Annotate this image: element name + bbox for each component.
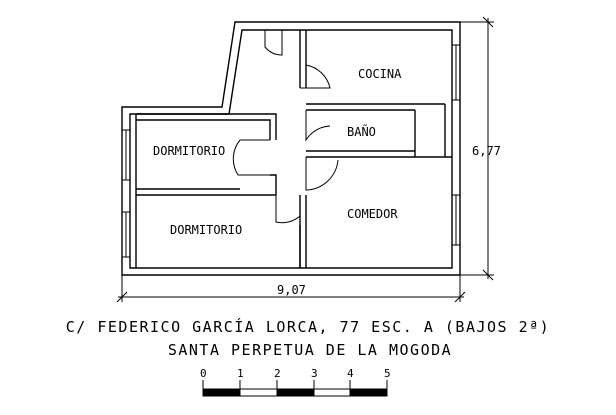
room-label-bano: BAÑO (347, 124, 376, 139)
windows (121, 44, 461, 258)
scale-tick-label: 5 (384, 367, 391, 380)
room-label-cocina: COCINA (358, 67, 402, 81)
scale-tick-label: 4 (347, 367, 354, 380)
room-label-comedor: COMEDOR (347, 207, 398, 221)
scale-tick-label: 1 (237, 367, 244, 380)
scale-tick-label: 0 (200, 367, 207, 380)
doors (232, 30, 339, 224)
room-label-dormitorio-1: DORMITORIO (153, 144, 225, 158)
room-label-dormitorio-2: DORMITORIO (170, 223, 242, 237)
scale-tick-label: 2 (274, 367, 281, 380)
height-dimension-label: 6,77 (472, 144, 501, 158)
height-dimension-line (460, 16, 494, 281)
town-line: SANTA PERPETUA DE LA MOGODA (168, 341, 452, 359)
interior-walls (135, 30, 452, 268)
width-dimension-line (116, 275, 466, 303)
scale-tick-label: 3 (311, 367, 318, 380)
scale-bar (202, 380, 388, 397)
address-line: C/ FEDERICO GARCÍA LORCA, 77 ESC. A (BAJ… (66, 317, 550, 336)
width-dimension-label: 9,07 (277, 283, 306, 297)
